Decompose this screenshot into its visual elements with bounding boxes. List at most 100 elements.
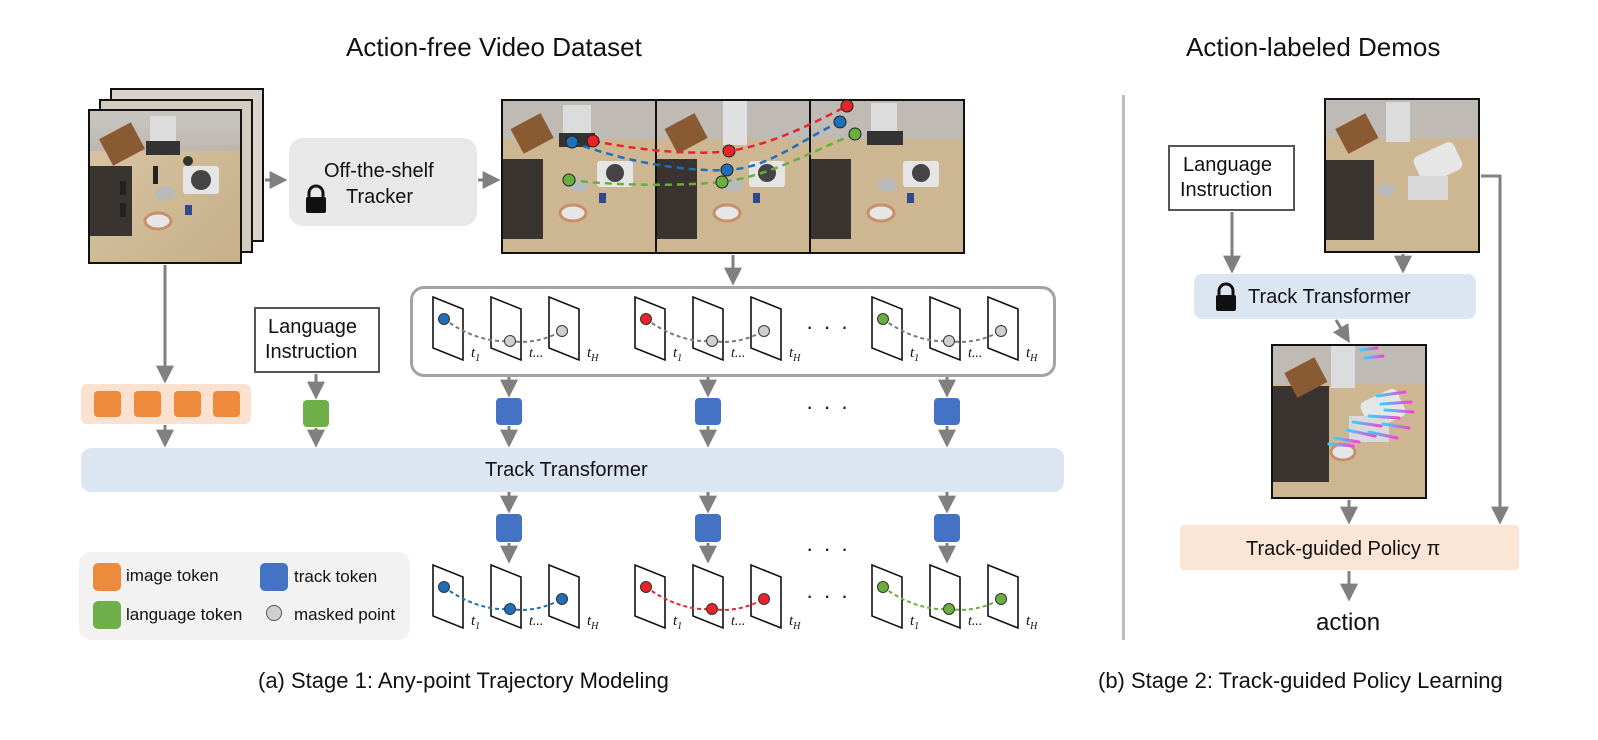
track-point [640,581,652,593]
stage-divider [1122,95,1125,640]
masked-track-blue: t1 t... tH [432,295,599,364]
legend-track-token-swatch [260,563,288,591]
legend-language-token-swatch [93,601,121,629]
lock-icon [1216,282,1236,311]
track-token-out-2 [695,514,721,542]
time-label-t1: t1 [910,613,919,632]
time-label-tmid: t... [529,346,543,361]
track-point [877,581,889,593]
track-frame-parallelogram [692,563,724,630]
input-video-frame [88,109,242,264]
stage1-language-line2: Instruction [265,341,358,363]
stage2-language-instruction-box [1168,145,1295,211]
masked-tracks-container [410,286,1056,377]
masked-point [995,325,1007,337]
track-frame-parallelogram [692,295,724,362]
legend-masked-point-swatch [266,605,282,621]
track-frame-parallelogram [490,295,522,362]
tracked-frame-1 [501,99,657,254]
image-token-4 [213,391,240,417]
ellipsis-tracks-bottom: · · · [806,583,851,608]
green-point-frame2 [715,175,729,189]
ellipsis-tracks-top: · · · [806,314,851,339]
track-point [438,581,450,593]
blue-point-frame1 [565,135,579,149]
stage1-track-transformer-label: Track Transformer [485,459,648,481]
image-token-2 [134,391,161,417]
ellipsis-tokens-bottom: · · · [806,536,851,561]
green-point-frame3 [848,127,862,141]
masked-track-green: t1 t... tH [871,295,1038,364]
track-point [640,313,652,325]
time-label-tmid: t... [968,614,982,629]
blue-point-frame3 [833,115,847,129]
kitchen-scene-image [90,111,240,262]
stage2-track-transformer-bar [1194,274,1476,319]
track-point [943,603,955,615]
track-frame-parallelogram [432,563,464,630]
arrow-s2-frame-to-policy [1481,174,1509,525]
time-label-tH: tH [1026,345,1038,364]
track-frame-parallelogram [634,295,666,362]
blue-point-frame2 [720,163,734,177]
red-point-frame3 [840,99,854,113]
track-point [995,593,1007,605]
action-output-label: action [1316,609,1381,636]
stage2-observation-frame [1324,98,1480,253]
time-label-tmid: t... [731,614,745,629]
track-point [877,313,889,325]
legend-image-token-label: image token [126,566,219,585]
masked-point [943,335,955,347]
stage1-language-instruction-box [254,307,380,373]
red-point-frame2 [722,144,736,158]
track-point [556,593,568,605]
time-label-tH: tH [587,345,599,364]
track-path-green [568,132,856,187]
track-point [438,313,450,325]
masked-point [504,335,516,347]
red-point-frame1 [586,134,600,148]
track-token-out-3 [934,514,960,542]
track-frame-parallelogram [929,563,961,630]
image-token-1 [94,391,121,417]
time-label-tH: tH [587,613,599,632]
masked-point [556,325,568,337]
tracker-label-line2: Tracker [346,186,414,208]
time-label-t1: t1 [910,345,919,364]
green-point-frame1 [562,173,576,187]
lock-icon [306,184,326,213]
stage1-caption: (a) Stage 1: Any-point Trajectory Modeli… [258,668,669,693]
track-point [758,593,770,605]
masked-point [706,335,718,347]
legend-masked-point-label: masked point [294,605,396,624]
stage1-language-line1: Language [268,316,357,338]
stage2-track-transformer-label: Track Transformer [1248,286,1411,308]
track-path-blue [571,120,841,172]
track-guided-policy-box [1180,525,1519,570]
language-token [303,400,329,427]
track-guided-policy-label: Track-guided Policy π [1246,538,1441,560]
image-token-3 [174,391,201,417]
track-point [504,603,516,615]
track-frame-parallelogram [490,563,522,630]
legend-track-token-label: track token [294,567,378,586]
time-label-t1: t1 [673,345,682,364]
time-label-t1: t1 [471,345,480,364]
tracker-label-line1: Off-the-shelf [324,160,434,182]
time-label-tH: tH [789,613,801,632]
time-label-tmid: t... [968,346,982,361]
track-frame-parallelogram [871,295,903,362]
predicted-track-red: t1 t... tH [634,563,801,632]
time-label-tmid: t... [731,346,745,361]
track-path-red [592,104,848,154]
stage2-language-line1: Language [1183,154,1272,176]
legend-image-token-swatch [93,563,121,591]
stage2-caption: (b) Stage 2: Track-guided Policy Learnin… [1098,668,1503,693]
time-label-t1: t1 [673,613,682,632]
stage2-header: Action-labeled Demos [1186,32,1441,62]
legend-panel [79,552,410,640]
track-frame-parallelogram [432,295,464,362]
